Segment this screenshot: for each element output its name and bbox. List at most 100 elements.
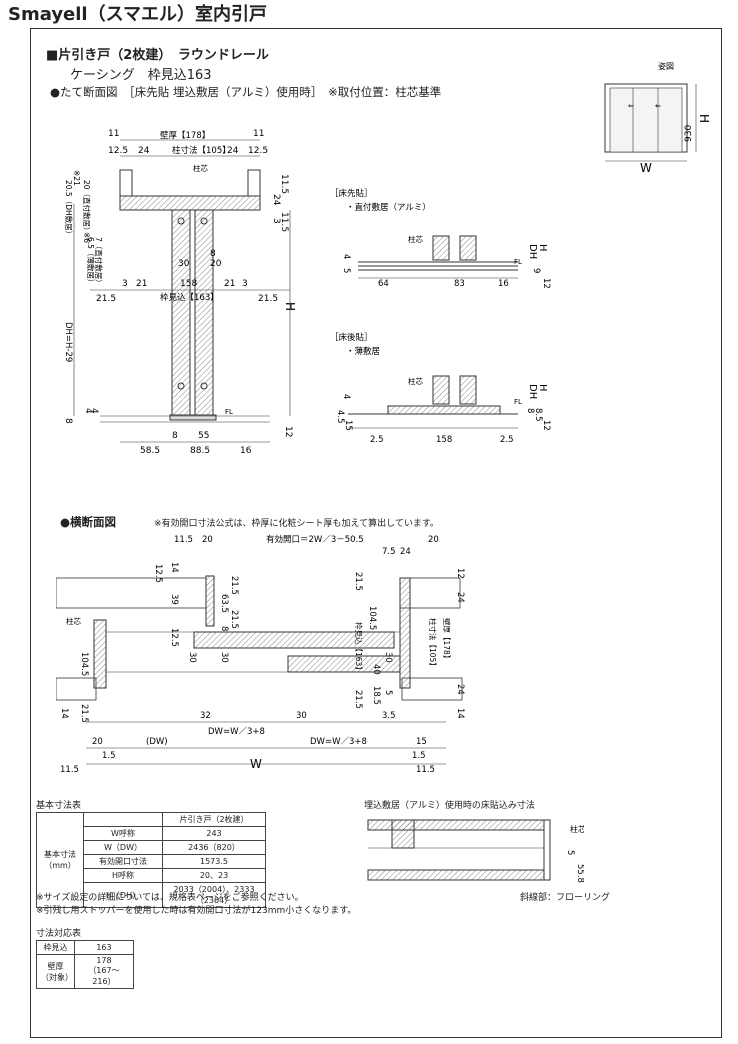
svg-text:1.5: 1.5	[412, 751, 426, 761]
svg-text:11.5: 11.5	[174, 535, 193, 545]
svg-text:12: 12	[455, 568, 465, 579]
svg-text:7（直付敷居）: 7（直付敷居）	[94, 237, 104, 287]
floor-detail-sakibari: ［床先貼］ ・直付敷居（アルミ） 柱芯 DH H 4 5 FL 9 12 64 …	[330, 188, 551, 289]
svg-text:32: 32	[200, 711, 211, 721]
svg-text:3: 3	[122, 279, 128, 289]
svg-text:21.5: 21.5	[258, 294, 278, 304]
svg-text:6.5（薄敷居）: 6.5（薄敷居）	[86, 237, 96, 286]
svg-text:21: 21	[136, 279, 147, 289]
svg-text:11.5: 11.5	[279, 212, 289, 232]
svg-text:H: H	[537, 384, 548, 392]
svg-text:30: 30	[219, 652, 229, 663]
svg-text:20（直付敷居）: 20（直付敷居）	[82, 180, 92, 235]
svg-text:・直付敷居（アルミ）: ・直付敷居（アルミ）	[346, 202, 431, 213]
svg-text:11.5: 11.5	[416, 765, 435, 775]
vertical-section-title: ●たて断面図 ［床先貼 埋込敷居（アルミ）使用時］ ※取付位置：柱芯基準	[50, 85, 442, 99]
svg-text:20: 20	[428, 535, 439, 545]
svg-text:FL: FL	[225, 408, 233, 416]
svg-text:3: 3	[271, 218, 281, 224]
note-1: ※サイズ設定の詳細については、規格表ページをご参照ください。	[36, 893, 304, 903]
svg-text:DH=H-29: DH=H-29	[63, 322, 73, 362]
floor-detail-title: 埋込敷居（アルミ）使用時の床貼込み寸法	[364, 801, 535, 811]
svg-text:16: 16	[240, 446, 252, 456]
svg-text:8.5: 8.5	[533, 408, 543, 422]
svg-text:55.8: 55.8	[575, 864, 584, 883]
svg-text:DW=W／3+8: DW=W／3+8	[310, 737, 367, 747]
svg-text:14: 14	[59, 708, 69, 719]
svg-text:柱寸法【105】: 柱寸法【105】	[172, 145, 231, 156]
svg-text:21.5: 21.5	[79, 704, 89, 723]
table-row: 壁厚 （対象）178 （167〜216）	[36, 954, 135, 989]
svg-text:2.5: 2.5	[500, 435, 514, 445]
svg-text:104.5: 104.5	[79, 652, 89, 676]
svg-text:104.5: 104.5	[367, 606, 377, 630]
svg-text:18.5: 18.5	[371, 686, 381, 705]
svg-text:DW=W／3+8: DW=W／3+8	[208, 727, 265, 737]
svg-text:柱芯: 柱芯	[66, 616, 81, 626]
svg-text:88.5: 88.5	[190, 446, 210, 456]
svg-text:63.5: 63.5	[219, 594, 229, 613]
svg-text:H: H	[537, 244, 548, 252]
svg-text:14: 14	[169, 562, 179, 573]
svg-text:4: 4	[89, 408, 99, 414]
svg-text:FL: FL	[514, 398, 522, 406]
svg-text:柱寸法【105】: 柱寸法【105】	[428, 618, 438, 670]
hsec-title: ●横断面図	[60, 515, 117, 529]
svg-text:12: 12	[541, 278, 551, 289]
floor-legend: 斜線部：フローリング	[520, 893, 611, 903]
svg-text:21.5: 21.5	[353, 572, 363, 591]
svg-text:DH: DH	[527, 384, 538, 399]
svg-text:5: 5	[383, 690, 393, 695]
svg-text:有効開口＝2W／3－50.5: 有効開口＝2W／3－50.5	[266, 534, 364, 545]
horizontal-section-diagram: 11.5 20 有効開口＝2W／3－50.5 7.5 24 20 12.5 14…	[56, 534, 465, 775]
svg-text:83: 83	[454, 279, 465, 289]
svg-text:DH: DH	[527, 244, 538, 259]
svg-text:⇐: ⇐	[628, 102, 634, 110]
svg-text:［床先貼］: ［床先貼］	[330, 188, 373, 199]
svg-text:FL: FL	[514, 258, 522, 266]
svg-text:20: 20	[202, 535, 213, 545]
svg-text:3.5: 3.5	[382, 711, 396, 721]
svg-text:58.5: 58.5	[140, 446, 160, 456]
svg-text:⇐: ⇐	[655, 102, 661, 110]
svg-text:15: 15	[416, 737, 427, 747]
svg-text:24: 24	[400, 547, 411, 557]
svg-text:柱芯: 柱芯	[570, 824, 584, 834]
svg-text:14: 14	[455, 708, 465, 719]
svg-text:※6: ※6	[82, 232, 91, 243]
svg-text:55: 55	[198, 431, 209, 441]
svg-text:7.5: 7.5	[382, 547, 396, 557]
svg-text:11.5: 11.5	[60, 765, 79, 775]
svg-text:16: 16	[498, 279, 509, 289]
svg-text:30: 30	[178, 259, 190, 269]
svg-text:21.5: 21.5	[96, 294, 116, 304]
svg-text:1.5: 1.5	[102, 751, 116, 761]
svg-text:［床後貼］: ［床後貼］	[330, 332, 373, 343]
svg-text:158: 158	[436, 435, 452, 445]
svg-text:158: 158	[180, 279, 197, 289]
svg-text:12.5: 12.5	[169, 628, 179, 647]
drawing-frame	[30, 28, 722, 1038]
elevation-h: H	[697, 114, 711, 123]
elevation-930: 930	[684, 125, 694, 142]
svg-text:※21: ※21	[72, 170, 81, 186]
elevation-label: 姿図	[658, 61, 674, 71]
svg-text:21.5: 21.5	[229, 610, 239, 629]
product-line: ■片引き戸（2枚建） ラウンドレール	[46, 48, 269, 63]
svg-text:64: 64	[378, 279, 389, 289]
svg-text:21.5: 21.5	[353, 690, 363, 709]
svg-text:枠見込【163】: 枠見込【163】	[160, 292, 219, 303]
svg-text:9: 9	[531, 268, 541, 273]
svg-text:8: 8	[172, 431, 178, 441]
svg-text:24: 24	[271, 194, 281, 206]
svg-text:11: 11	[108, 129, 119, 139]
basic-table-title: 基本寸法表	[36, 801, 82, 811]
svg-text:2.5: 2.5	[370, 435, 384, 445]
svg-text:24: 24	[455, 684, 465, 695]
svg-text:11: 11	[253, 129, 264, 139]
svg-text:21.5: 21.5	[229, 576, 239, 595]
svg-text:4: 4	[341, 394, 351, 399]
svg-text:12: 12	[283, 426, 293, 437]
